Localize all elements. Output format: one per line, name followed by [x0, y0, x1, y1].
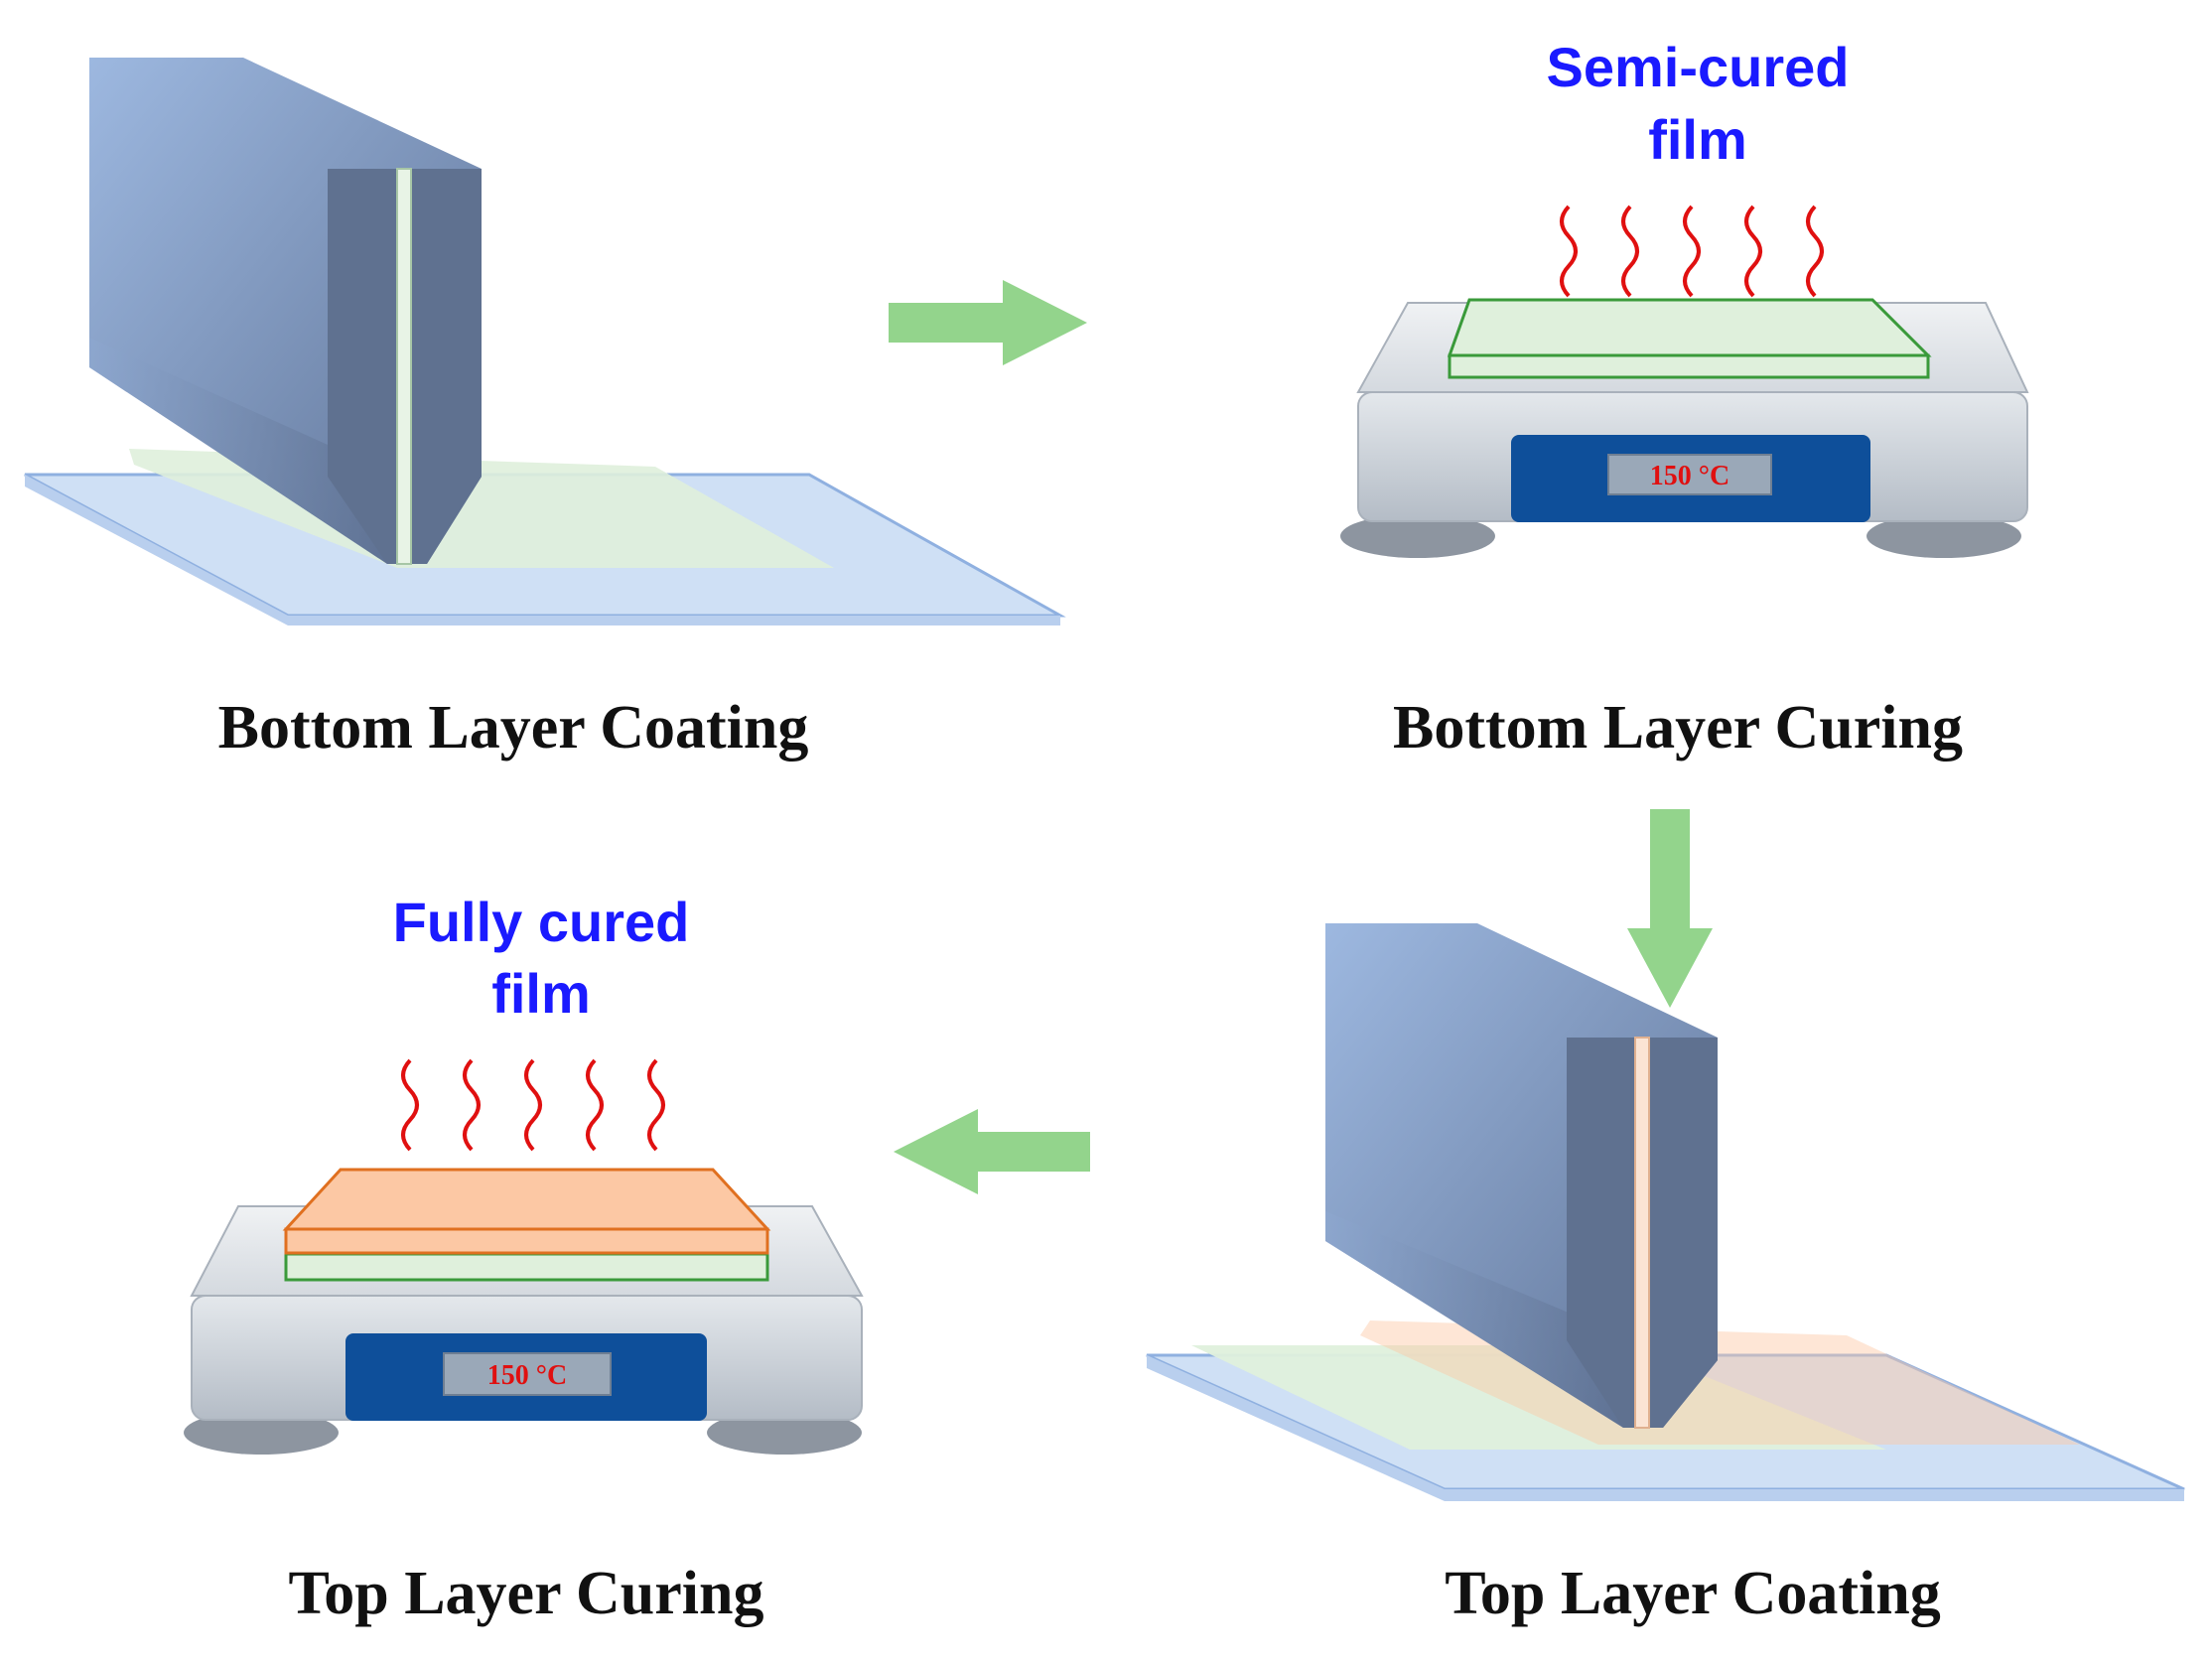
substrate-edge	[288, 616, 1060, 625]
blade-bevel	[1325, 1211, 1623, 1428]
bottom-film-layer	[1191, 1345, 1886, 1450]
blade-slot	[396, 168, 412, 565]
fully-cured-label-line2: film	[491, 962, 591, 1025]
heat-waves	[1560, 205, 1824, 298]
substrate-edge	[25, 475, 288, 625]
hotplate-display	[1607, 454, 1772, 495]
arrow-down	[1627, 809, 1713, 1008]
blade-bevel	[89, 338, 387, 564]
hotplate-display	[443, 1352, 612, 1396]
semi-cured-film-edge	[1448, 353, 1930, 379]
bottom-cured-film	[284, 1252, 769, 1282]
top-cured-film-edge	[284, 1227, 769, 1255]
substrate-edge	[1445, 1489, 2184, 1501]
top-cured-film	[282, 1168, 771, 1231]
semi-cured-film	[1447, 298, 1932, 357]
caption-bottom-curing: Bottom Layer Curing	[1393, 694, 1963, 762]
hotplate-foot	[1340, 514, 1495, 558]
caption-top-coating: Top Layer Coating	[1445, 1560, 1941, 1627]
semi-cured-label-line1: Semi-cured	[1547, 36, 1850, 98]
hotplate-foot	[1866, 514, 2021, 558]
bottom-coating-illustration	[24, 58, 1066, 625]
hotplate-foot	[184, 1411, 339, 1455]
arrow-right	[889, 280, 1087, 365]
temperature-readout: 150 °C	[487, 1360, 567, 1391]
arrow-left	[894, 1109, 1090, 1194]
blade-slot	[1634, 1037, 1650, 1429]
hotplate-foot	[707, 1411, 862, 1455]
caption-top-curing: Top Layer Curing	[289, 1560, 764, 1627]
substrate-edge	[1147, 1355, 1445, 1501]
top-coating-illustration	[1146, 923, 2185, 1501]
temperature-readout: 150 °C	[1650, 461, 1729, 491]
semi-cured-label-line2: film	[1648, 108, 1747, 171]
heat-waves	[401, 1058, 665, 1152]
top-curing-illustration: Fully cured film 150 °C	[184, 891, 864, 1455]
caption-bottom-coating: Bottom Layer Coating	[218, 694, 809, 762]
fully-cured-label-line1: Fully cured	[393, 891, 690, 953]
bottom-curing-illustration: Semi-cured film 150 °C	[1340, 36, 2029, 558]
